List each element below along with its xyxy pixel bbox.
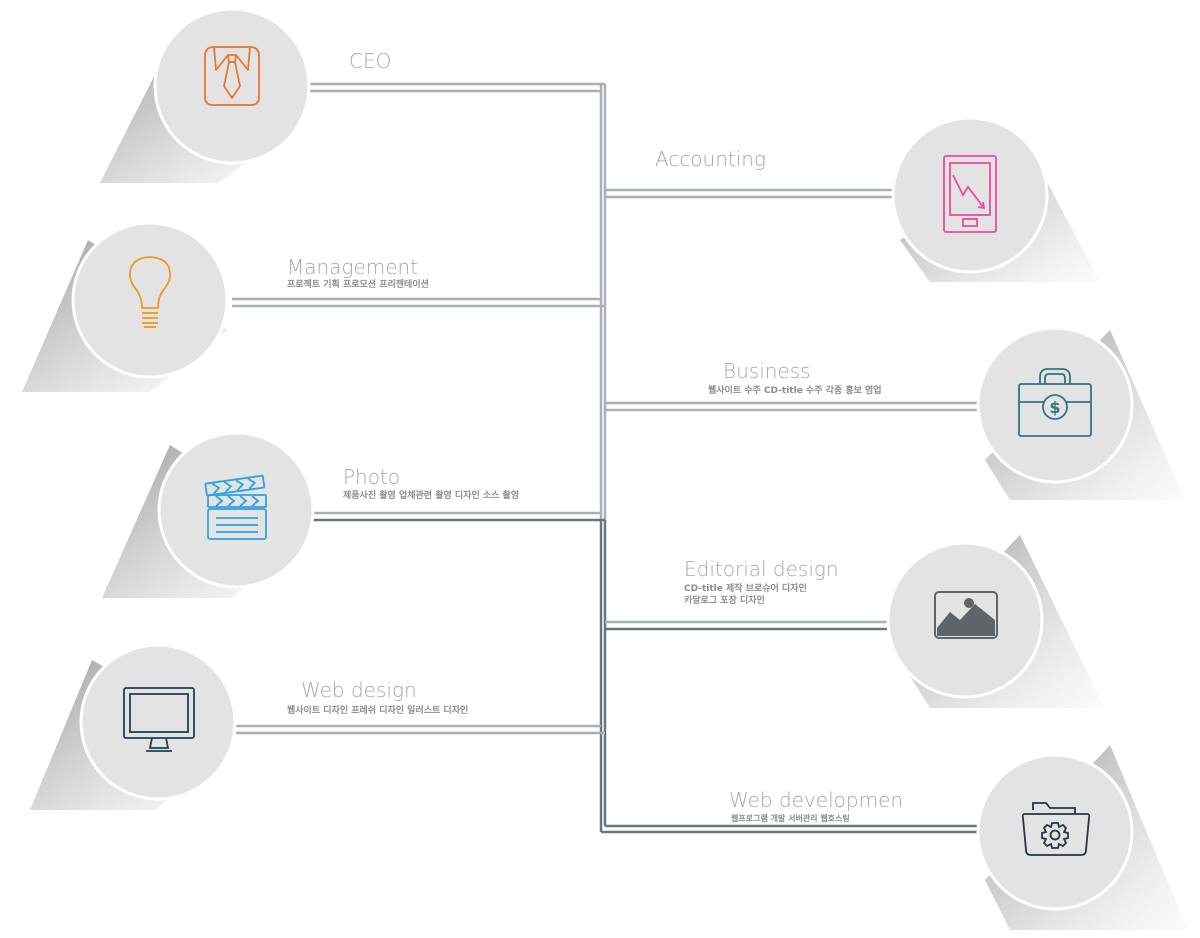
accounting-title: Accounting	[655, 147, 766, 171]
connectors	[232, 82, 978, 834]
webdev-title: Web developmen	[729, 788, 904, 812]
editorial-title: Editorial design	[684, 557, 839, 581]
clapperboard-icon	[204, 474, 267, 540]
webdesign-subtitle: 웹사이트 디자인 프레쉬 디자인 일러스트 디자인	[287, 706, 469, 716]
editorial-subtitle: CD-title 제작 브로슈어 디자인 카달로그 포장 디자인	[684, 584, 807, 606]
briefcase-dollar-icon: $	[1018, 368, 1092, 437]
ceo-title: CEO	[349, 49, 392, 73]
management-title: Management	[287, 255, 419, 279]
image-landscape-icon	[934, 591, 998, 639]
webdev-subtitle: 웹프로그램 개발 서버관리 웹호스팅	[731, 814, 850, 823]
business-title: Business	[723, 359, 811, 383]
management-subtitle: 프로젝트 기획 프로모션 프리젠테이션	[287, 280, 429, 290]
photo-circle	[157, 431, 315, 589]
webdesign-title: Web design	[301, 678, 417, 702]
necktie-shirt-icon	[204, 46, 260, 106]
photo-subtitle: 제품사진 촬영 업체관련 촬영 디자인 소스 촬영	[343, 491, 520, 501]
tablet-chart-icon	[943, 155, 997, 233]
management-circle	[71, 221, 229, 379]
webdesign-circle	[79, 643, 237, 801]
business-subtitle: 웹사이트 수주 CD-title 수주 각종 홍보 영업	[708, 386, 882, 396]
monitor-icon	[123, 687, 195, 752]
folder-gear-icon	[1021, 802, 1091, 856]
webdev-circle	[976, 753, 1134, 911]
accounting-circle	[891, 116, 1049, 274]
photo-title: Photo	[343, 465, 401, 489]
light-bulb-icon	[128, 256, 172, 328]
circles	[71, 7, 1134, 911]
ceo-circle	[153, 7, 311, 165]
svg-text:$: $	[1049, 398, 1060, 417]
